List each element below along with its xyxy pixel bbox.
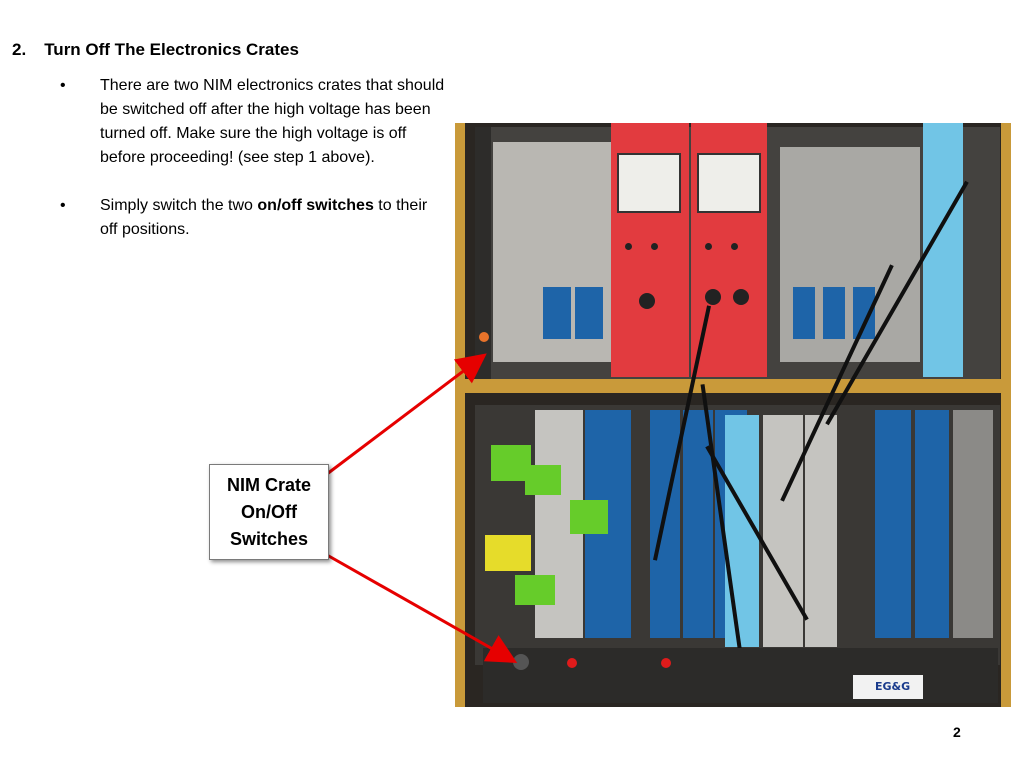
arrow-to-lower-switch bbox=[326, 553, 518, 663]
overload-indicator-led bbox=[661, 658, 671, 668]
callout-box: NIM Crate On/Off Switches bbox=[209, 464, 329, 560]
on-off-switch-upper bbox=[479, 332, 489, 342]
module-silver bbox=[805, 415, 837, 647]
brand-text: EG&G bbox=[875, 680, 911, 693]
bullet-text-after: to their off positions. bbox=[100, 197, 428, 238]
heading-title: Turn Off The Electronics Crates bbox=[44, 40, 299, 59]
yellow-label-tag bbox=[485, 535, 531, 571]
slide-heading: 2. Turn Off The Electronics Crates bbox=[12, 40, 299, 60]
green-label-tag bbox=[491, 445, 531, 481]
analog-meter bbox=[617, 153, 681, 213]
small-module bbox=[793, 287, 815, 339]
callout-text: NIM Crate On/Off Switches bbox=[227, 472, 311, 553]
module-knob bbox=[625, 243, 632, 250]
heading-number: 2. bbox=[12, 40, 27, 59]
green-label-tag bbox=[515, 575, 555, 605]
module-knob bbox=[651, 243, 658, 250]
module-connector bbox=[639, 293, 655, 309]
module-knob bbox=[705, 243, 712, 250]
nim-crates-photo: EG&G bbox=[455, 123, 1011, 707]
module-knob bbox=[731, 243, 738, 250]
green-label-tag bbox=[570, 500, 608, 534]
small-module bbox=[543, 287, 571, 339]
green-label-tag bbox=[525, 465, 561, 495]
bullet-text: There are two NIM electronics crates tha… bbox=[100, 77, 445, 166]
analog-meter bbox=[697, 153, 761, 213]
page-number: 2 bbox=[953, 724, 961, 740]
bullet-marker: • bbox=[60, 77, 66, 94]
bullet-item: • Simply switch the two on/off switches … bbox=[60, 194, 445, 242]
module-blue bbox=[650, 410, 680, 638]
crate-side-panel bbox=[475, 127, 491, 379]
module-blue bbox=[875, 410, 911, 638]
empty-slot bbox=[953, 410, 993, 638]
bullet-text: Simply switch the two on/off switches to… bbox=[100, 194, 445, 242]
module-blue bbox=[915, 410, 949, 638]
small-module bbox=[575, 287, 603, 339]
arrow-to-upper-switch bbox=[326, 353, 487, 476]
hv-supply-module-2 bbox=[691, 123, 767, 377]
bullet-text-before: Simply switch the two bbox=[100, 197, 258, 214]
callout-line-2: On/Off bbox=[240, 501, 297, 522]
bullet-item: • There are two NIM electronics crates t… bbox=[60, 74, 445, 170]
power-indicator-led bbox=[567, 658, 577, 668]
rack-frame-middle bbox=[455, 379, 1011, 393]
hv-supply-module-1 bbox=[611, 123, 689, 377]
module-connector bbox=[705, 289, 721, 305]
bullet-list: • There are two NIM electronics crates t… bbox=[60, 74, 445, 266]
small-module bbox=[853, 287, 875, 339]
bullet-text-bold: on/off switches bbox=[257, 197, 374, 214]
rack-frame-left bbox=[455, 123, 465, 707]
lower-nim-crate bbox=[475, 405, 1000, 665]
bullet-marker: • bbox=[60, 197, 66, 214]
rack-frame-right bbox=[1001, 123, 1011, 707]
module-connector bbox=[733, 289, 749, 305]
callout-line-1: NIM Crate bbox=[226, 474, 311, 495]
upper-nim-crate bbox=[475, 123, 1000, 379]
callout-line-3: Switches bbox=[229, 528, 308, 549]
module-silver bbox=[763, 415, 803, 647]
brand-plate: EG&G bbox=[853, 675, 923, 699]
small-module bbox=[823, 287, 845, 339]
